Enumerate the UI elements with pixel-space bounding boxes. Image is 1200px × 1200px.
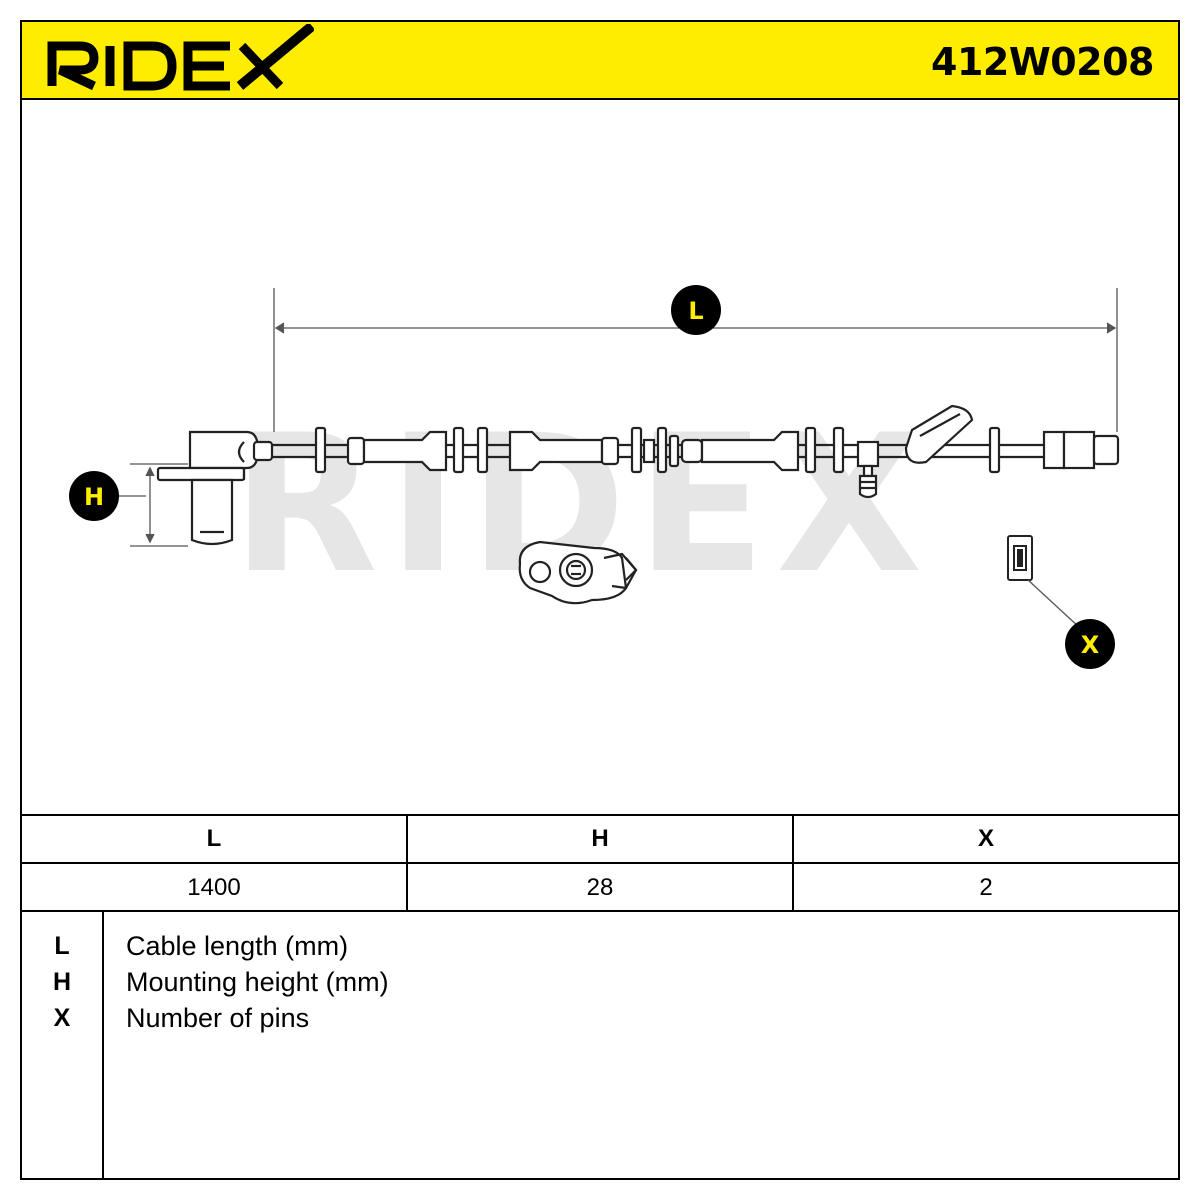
legend-item-l: L Cable length (mm) — [22, 928, 1178, 964]
spec-value-h: 28 — [408, 864, 794, 912]
spec-header-h: H — [408, 816, 794, 862]
spec-header-x: X — [977, 825, 994, 852]
spec-table-values: 1400 28 2 — [22, 864, 1178, 912]
label-x: X — [1065, 619, 1115, 669]
spec-value-l: 1400 — [22, 864, 408, 912]
spec-table-header: L H X — [22, 816, 1178, 864]
brand-logo — [47, 24, 314, 91]
technical-drawing: RIDEX — [22, 102, 1178, 814]
sensor-end-view — [518, 540, 638, 605]
height-dimension — [118, 463, 188, 547]
spec-table: L H X 1400 28 2 — [22, 814, 1178, 912]
label-l-text: L — [688, 297, 703, 325]
sensor-cable — [156, 404, 1120, 546]
label-h-text: H — [84, 483, 104, 511]
header-bar: 412W0208 — [22, 22, 1178, 100]
legend-key: H — [52, 968, 72, 996]
legend-key: L — [54, 932, 70, 960]
legend: L Cable length (mm) H Mounting height (m… — [22, 912, 1178, 1178]
product-sheet: 412W0208 RIDEX — [20, 20, 1180, 1180]
legend-key: X — [53, 1004, 71, 1032]
sensor-diagram: RIDEX — [69, 285, 1120, 669]
spec-value-x: 2 — [979, 874, 993, 901]
pin-connector-detail — [1007, 535, 1081, 629]
part-number: 412W0208 — [931, 40, 1155, 84]
label-l: L — [671, 285, 721, 335]
legend-item-h: H Mounting height (mm) — [22, 964, 1178, 1000]
spec-header-l: L — [22, 816, 408, 862]
legend-item-x: X Number of pins — [22, 1000, 1178, 1036]
legend-desc: Mounting height (mm) — [126, 967, 389, 997]
label-h: H — [69, 471, 119, 521]
legend-desc: Number of pins — [126, 1003, 310, 1033]
legend-divider — [102, 912, 104, 1178]
legend-desc: Cable length (mm) — [126, 931, 349, 961]
label-x-text: X — [1081, 631, 1100, 659]
